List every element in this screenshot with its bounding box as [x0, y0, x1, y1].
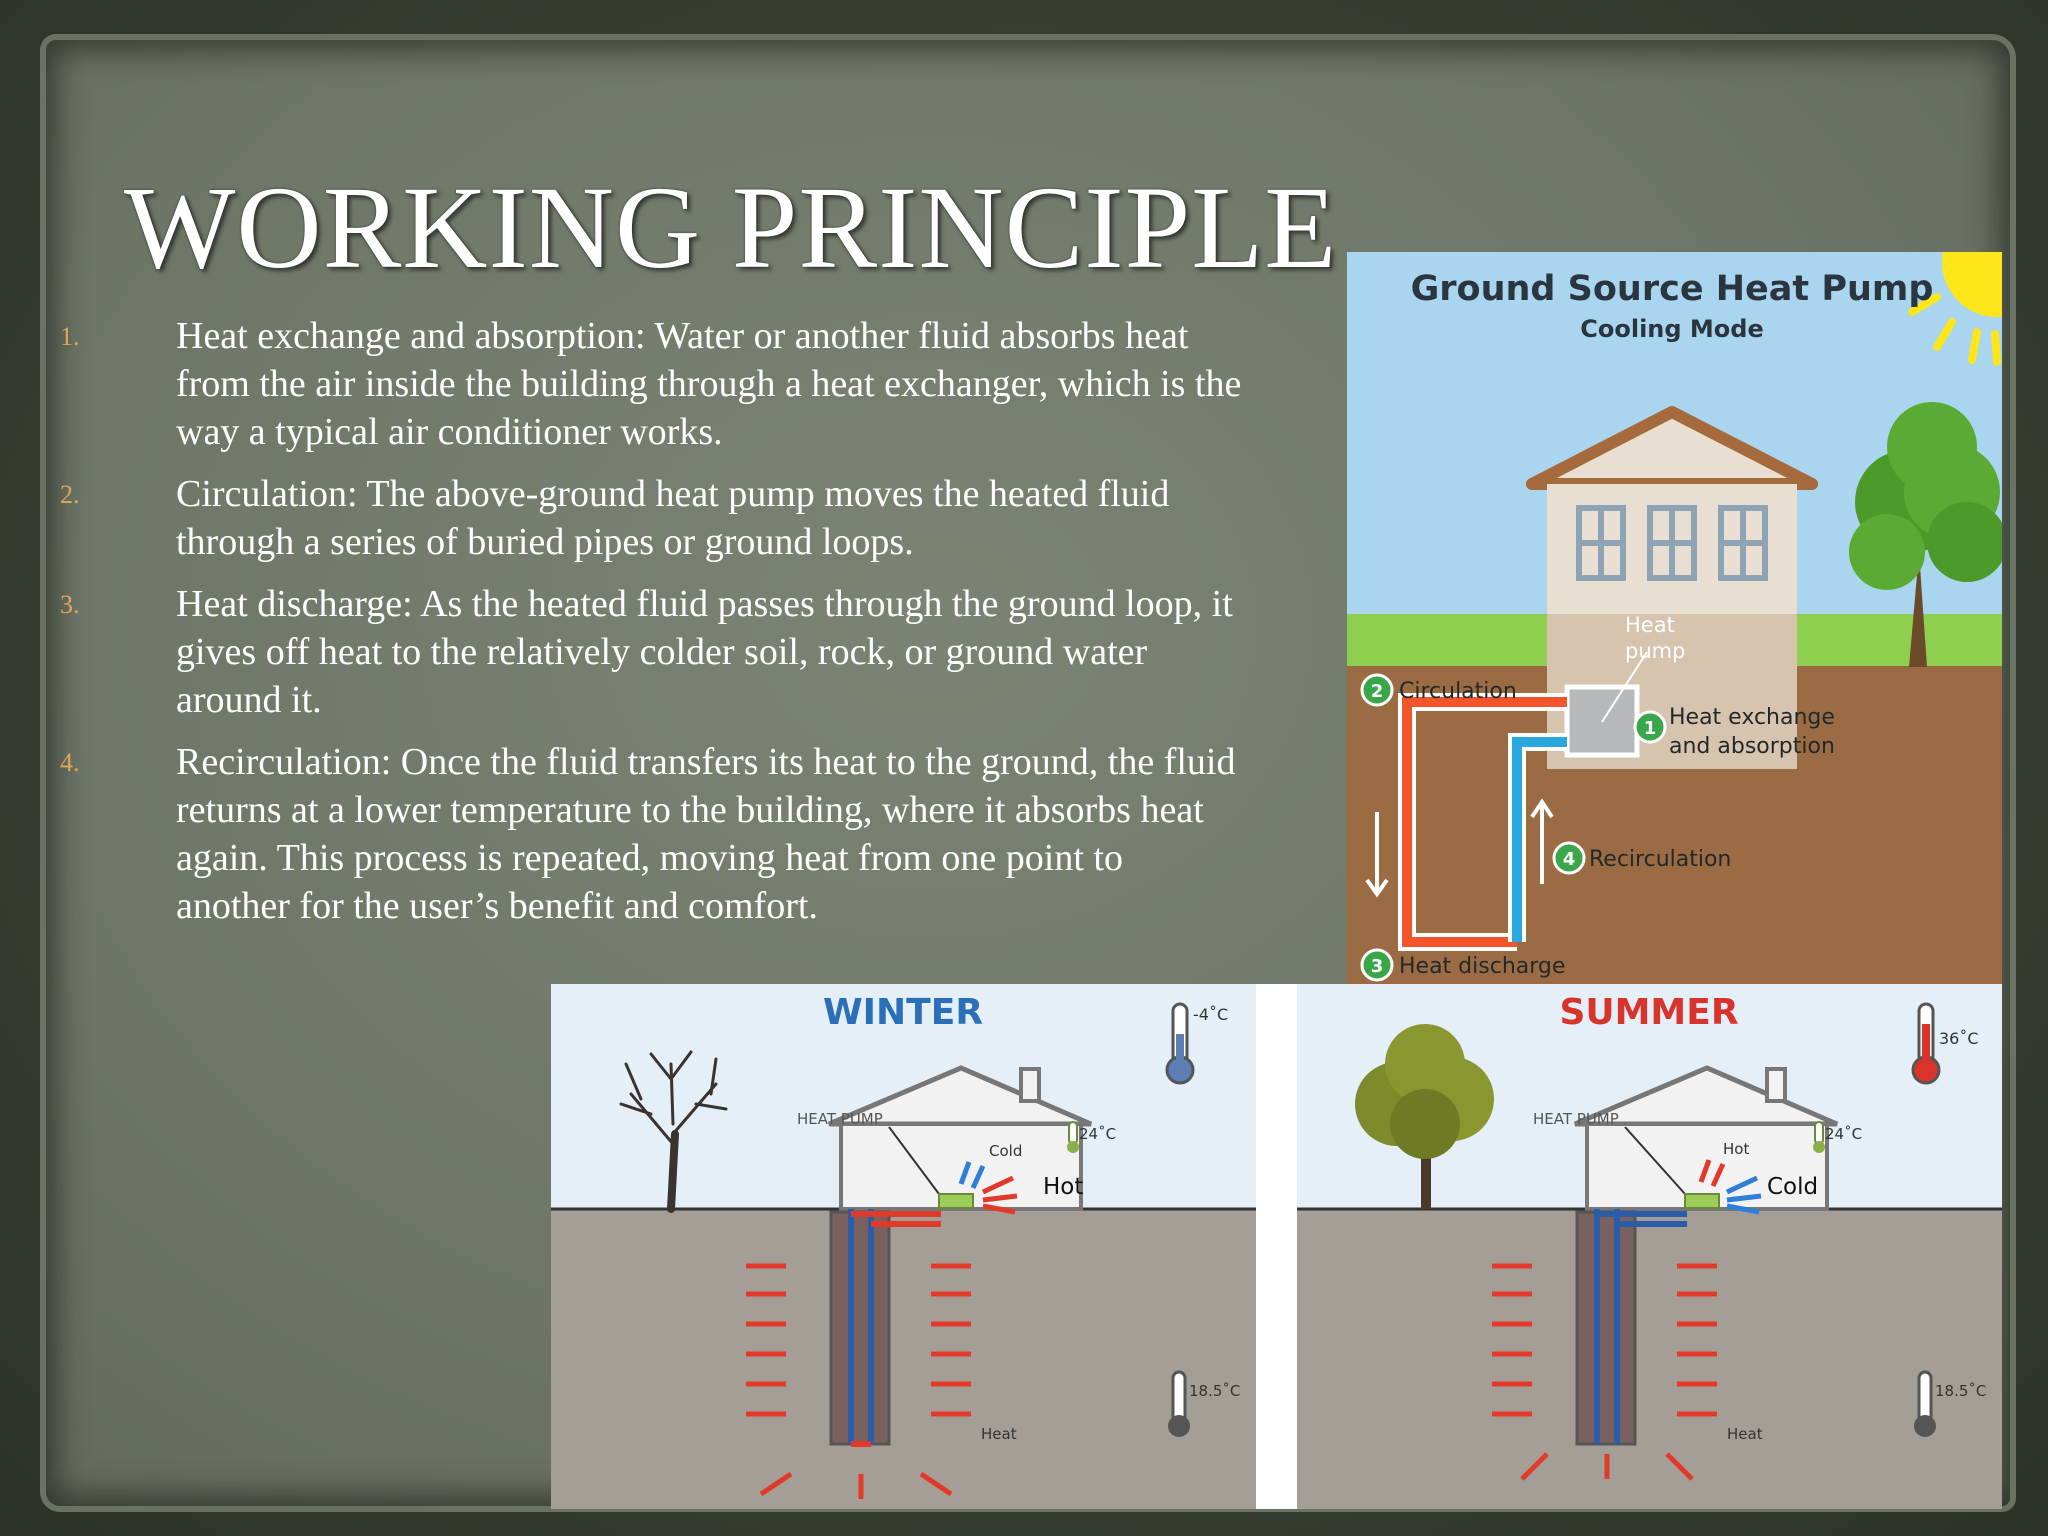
list-number: 4. — [60, 748, 80, 777]
step-badge-2: 2 — [1360, 673, 1394, 707]
tree-icon — [1355, 1024, 1494, 1209]
borehole — [829, 1210, 891, 1446]
borehole — [1575, 1210, 1637, 1446]
step-label: Recirculation — [1589, 847, 1731, 872]
list-item: 1. Heat exchange and absorption: Water o… — [0, 312, 1300, 456]
list-text: Heat discharge: As the heated fluid pass… — [176, 583, 1233, 721]
svg-text:3: 3 — [1371, 956, 1384, 977]
list-number: 3. — [60, 590, 80, 619]
tree-icon — [1849, 402, 2002, 667]
heat-pump-label: HEAT PUMP — [1533, 1110, 1619, 1128]
soil — [551, 1209, 1256, 1509]
big-air-label: Hot — [1043, 1174, 1083, 1200]
big-air-label: Cold — [1767, 1174, 1818, 1200]
list-text: Heat exchange and absorption: Water or a… — [176, 315, 1242, 453]
list-text: Recirculation: Once the fluid transfers … — [176, 741, 1236, 927]
summer-title: SUMMER — [1559, 992, 1738, 1033]
small-air-label: Hot — [1723, 1140, 1749, 1158]
outside-temp: 36˚C — [1939, 1029, 1979, 1048]
ground-temp: 18.5˚C — [1189, 1382, 1240, 1400]
up-arrow-icon — [1530, 798, 1554, 884]
sun-icon — [1908, 252, 2002, 366]
svg-text:2: 2 — [1371, 681, 1384, 702]
outside-temp: -4˚C — [1193, 1005, 1228, 1024]
heat-pump-label: Heat — [1625, 613, 1675, 637]
svg-text:1: 1 — [1644, 718, 1657, 739]
summer-panel: SUMMER 36˚C — [1297, 984, 2002, 1509]
down-arrow-icon — [1365, 812, 1389, 898]
inside-temp: 24˚C — [1825, 1125, 1862, 1143]
thermometer-icon — [1067, 1121, 1079, 1153]
ground-heat-label: Heat — [981, 1425, 1017, 1443]
list-number: 1. — [60, 322, 80, 351]
bare-tree-icon — [619, 1050, 728, 1213]
step-label: Heat exchange — [1669, 705, 1835, 730]
heat-pump-label: pump — [1625, 639, 1685, 663]
winter-panel: WINTER -4˚C — [551, 984, 1256, 1509]
thermometer-icon — [1813, 1121, 1825, 1153]
step-badge-1: 1 — [1633, 710, 1667, 744]
list-item: 2. Circulation: The above-ground heat pu… — [0, 470, 1300, 566]
svg-text:4: 4 — [1563, 849, 1576, 870]
step-badge-4: 4 — [1552, 841, 1586, 875]
ground-temp: 18.5˚C — [1935, 1382, 1986, 1400]
principle-list: 1. Heat exchange and absorption: Water o… — [0, 312, 1300, 944]
thermometer-icon — [1165, 1002, 1195, 1085]
heat-pump-unit — [1684, 1193, 1720, 1209]
thermometer-icon — [1911, 1002, 1941, 1085]
thermometer-icon — [1168, 1370, 1190, 1437]
hot-pipe — [1402, 697, 1567, 947]
step-label: Heat discharge — [1399, 954, 1565, 979]
heat-pump-unit — [938, 1193, 974, 1209]
inside-temp: 24˚C — [1079, 1125, 1116, 1143]
step-label: and absorption — [1669, 734, 1835, 759]
winter-summer-diagram: WINTER -4˚C — [551, 984, 2002, 1509]
gshp-subtitle: Cooling Mode — [1580, 315, 1764, 343]
small-air-label: Cold — [989, 1142, 1022, 1160]
winter-title: WINTER — [823, 992, 983, 1033]
step-label: Circulation — [1399, 679, 1517, 704]
step-badge-3: 3 — [1360, 948, 1394, 982]
soil — [1297, 1209, 2002, 1509]
list-text: Circulation: The above-ground heat pump … — [176, 473, 1170, 563]
ground-source-heat-pump-diagram: Ground Source Heat Pump Cooling Mode — [1347, 252, 2002, 984]
slide-title: WORKING PRINCIPLE — [124, 162, 1338, 293]
ground-heat-label: Heat — [1727, 1425, 1763, 1443]
gshp-title: Ground Source Heat Pump — [1411, 269, 1934, 309]
thermometer-icon — [1914, 1370, 1936, 1437]
list-item: 4. Recirculation: Once the fluid transfe… — [0, 738, 1300, 930]
list-item: 3. Heat discharge: As the heated fluid p… — [0, 580, 1300, 724]
list-number: 2. — [60, 480, 80, 509]
cold-pipe — [1512, 737, 1567, 942]
heat-pump-label: HEAT PUMP — [797, 1110, 883, 1128]
